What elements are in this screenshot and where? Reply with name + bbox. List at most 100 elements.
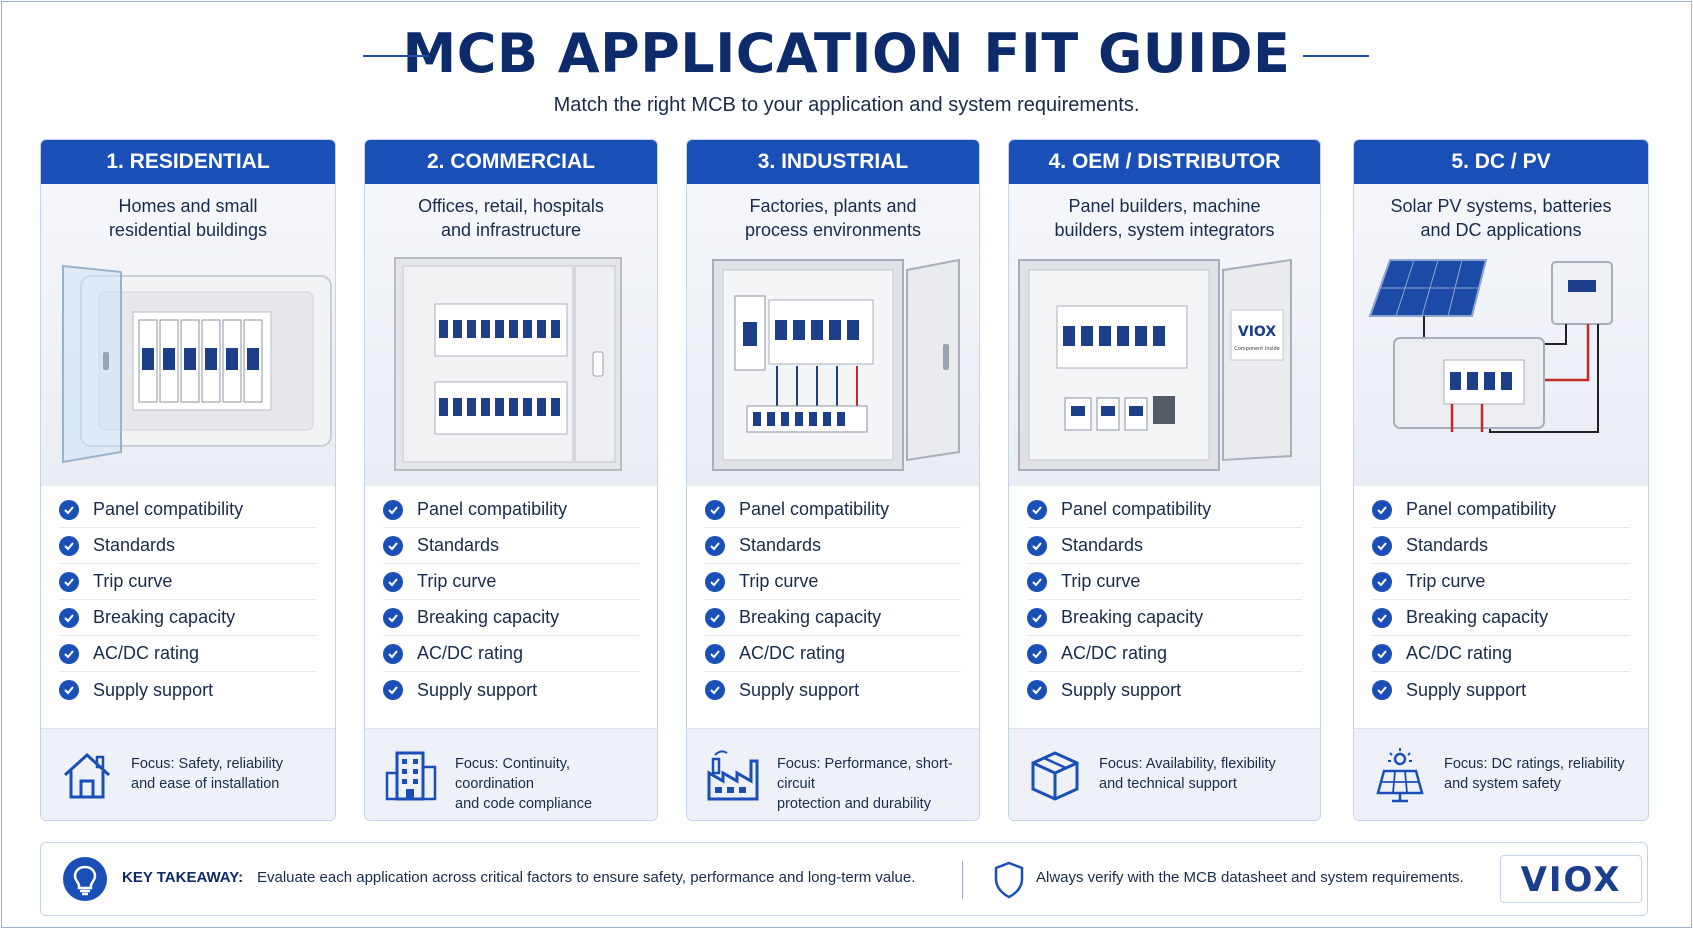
feature-item: Supply support [383, 672, 639, 708]
feature-label: Trip curve [93, 571, 173, 591]
key-takeaway-bar: KEY TAKEAWAY: Evaluate each application … [40, 842, 1648, 916]
check-icon [1027, 499, 1047, 520]
title-left-line [363, 55, 429, 57]
focus-line: and ease of installation [131, 776, 280, 792]
feature-label: Standards [417, 535, 500, 555]
card-top: Offices, retail, hospitals and infrastru… [365, 184, 657, 486]
card-description-line: builders, system integrators [1054, 220, 1275, 240]
feature-item: Supply support [1027, 672, 1302, 708]
card-focus: Focus: Continuity, coordination and code… [365, 728, 657, 820]
card-residential: 1. RESIDENTIAL Homes and small residenti… [40, 139, 336, 821]
feature-label: AC/DC rating [93, 643, 200, 663]
feature-label: AC/DC rating [417, 643, 524, 663]
feature-list: Panel compatibility Standards Trip curve… [1027, 492, 1302, 708]
feature-label: Supply support [93, 679, 214, 700]
divider [962, 861, 963, 899]
check-icon [383, 499, 403, 520]
feature-label: Breaking capacity [417, 607, 560, 627]
feature-list: Panel compatibility Standards Trip curve… [59, 492, 317, 708]
feature-label: Standards [93, 535, 176, 555]
door-logo: VIOX [1238, 324, 1276, 340]
focus-line: Focus: Performance, short-circuit [777, 756, 953, 792]
box-icon [1031, 751, 1079, 801]
card-header: 3. INDUSTRIAL [687, 140, 979, 184]
feature-label: Breaking capacity [739, 607, 882, 627]
card-description-line: Solar PV systems, batteries [1390, 196, 1612, 216]
check-icon [1372, 499, 1392, 520]
focus-text: Focus: DC ratings, reliability and syste… [1444, 754, 1640, 794]
check-icon [1027, 571, 1047, 592]
feature-item: AC/DC rating [705, 636, 961, 672]
card-description: Factories, plants and process environmen… [687, 194, 979, 242]
check-icon [1027, 643, 1047, 664]
verify-text: Always verify with the MCB datasheet and… [1036, 869, 1464, 886]
check-icon [1372, 571, 1392, 592]
focus-line: protection and durability [777, 796, 931, 812]
feature-label: Trip curve [1061, 571, 1141, 591]
feature-label: Trip curve [1406, 571, 1486, 591]
card-top: Factories, plants and process environmen… [687, 184, 979, 486]
feature-label: Breaking capacity [1406, 607, 1549, 627]
check-icon [1027, 607, 1047, 628]
focus-line: Focus: Availability, flexibility [1099, 756, 1276, 772]
feature-label: Breaking capacity [1061, 607, 1204, 627]
feature-item: Standards [1027, 528, 1302, 564]
check-icon [383, 680, 403, 700]
check-icon [1372, 607, 1392, 628]
check-icon [705, 571, 725, 592]
feature-item: Standards [705, 528, 961, 564]
feature-item: Breaking capacity [1027, 600, 1302, 636]
card-oem-distributor: 4. OEM / DISTRIBUTOR Panel builders, mac… [1008, 139, 1321, 821]
viox-logo: VIOX [1500, 855, 1642, 903]
card-focus: Focus: Availability, flexibility and tec… [1009, 728, 1320, 820]
title-right-line [1303, 55, 1369, 57]
card-description-line: Panel builders, machine [1068, 196, 1261, 216]
card-description-line: Homes and small [118, 196, 258, 216]
feature-label: Supply support [1061, 679, 1182, 700]
feature-item: Breaking capacity [705, 600, 961, 636]
card-focus: Focus: DC ratings, reliability and syste… [1354, 728, 1648, 820]
card-description: Offices, retail, hospitals and infrastru… [365, 194, 657, 242]
feature-label: Supply support [739, 679, 860, 700]
feature-label: Standards [739, 535, 822, 555]
check-icon [383, 571, 403, 592]
building-icon [385, 751, 437, 801]
check-icon [59, 571, 79, 592]
feature-label: Trip curve [739, 571, 819, 591]
feature-label: Panel compatibility [417, 499, 568, 519]
check-icon [1027, 535, 1047, 556]
industrial-panel-illustration [712, 258, 960, 471]
feature-label: Supply support [417, 679, 538, 700]
check-icon [705, 680, 725, 700]
card-description: Panel builders, machine builders, system… [1009, 194, 1320, 242]
feature-item: Supply support [59, 672, 317, 708]
feature-item: Trip curve [59, 564, 317, 600]
feature-item: Supply support [705, 672, 961, 708]
feature-label: Standards [1061, 535, 1144, 555]
card-commercial: 2. COMMERCIAL Offices, retail, hospitals… [364, 139, 658, 821]
focus-text: Focus: Performance, short-circuit protec… [777, 754, 971, 814]
feature-list: Panel compatibility Standards Trip curve… [705, 492, 961, 708]
card-description-line: process environments [744, 220, 922, 240]
feature-item: Trip curve [383, 564, 639, 600]
check-icon [705, 535, 725, 556]
feature-list: Panel compatibility Standards Trip curve… [383, 492, 639, 708]
residential-panel-illustration [62, 264, 332, 464]
card-description-line: and infrastructure [440, 220, 582, 240]
check-icon [59, 643, 79, 664]
feature-item: Supply support [1372, 672, 1630, 708]
card-description-line: residential buildings [108, 220, 268, 240]
feature-label: Standards [1406, 535, 1489, 555]
card-focus: Focus: Safety, reliability and ease of i… [41, 728, 335, 820]
check-icon [59, 607, 79, 628]
feature-item: Trip curve [1027, 564, 1302, 600]
card-dc-pv: 5. DC / PV Solar PV systems, batteries a… [1353, 139, 1649, 821]
check-icon [1027, 680, 1047, 700]
card-focus: Focus: Performance, short-circuit protec… [687, 728, 979, 820]
card-top: Solar PV systems, batteries and DC appli… [1354, 184, 1648, 486]
check-icon [1372, 535, 1392, 556]
feature-label: AC/DC rating [1406, 643, 1513, 663]
card-header: 1. RESIDENTIAL [41, 140, 335, 184]
feature-item: Breaking capacity [383, 600, 639, 636]
